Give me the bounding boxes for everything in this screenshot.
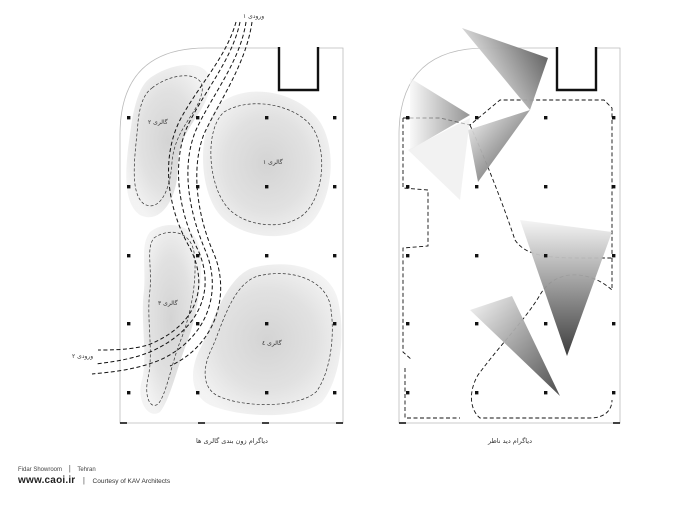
view-cone-3 — [468, 110, 530, 182]
gallery-zone-1 — [203, 91, 331, 237]
project-info: Fidar Showroom | Tehran — [18, 464, 96, 473]
view-cones — [408, 28, 612, 396]
left-column-grid — [127, 116, 337, 395]
left-stair-notch — [277, 47, 320, 92]
credit-text: Courtesy of KAV Architects — [92, 478, 171, 485]
view-cone-2 — [410, 78, 470, 150]
gallery-zone-2 — [126, 64, 211, 218]
gallery-1-label: گالری ۱ — [263, 158, 283, 166]
gallery-zone-3 — [140, 225, 202, 414]
source-info: www.caoi.ir | Courtesy of KAV Architects — [18, 475, 170, 486]
gallery-4-label: گالری ٤ — [262, 339, 282, 347]
view-cone-4 — [408, 118, 470, 200]
view-cone-1 — [462, 28, 548, 110]
entry-2-label: ورودی ۲ — [72, 353, 93, 360]
gallery-2-label: گالری ۲ — [148, 118, 168, 126]
right-column-grid — [406, 116, 616, 395]
right-plan-observer-view: دیاگرام دید ناظر — [398, 28, 621, 445]
website-link[interactable]: www.caoi.ir — [18, 475, 76, 486]
left-building-outline — [119, 47, 344, 424]
entry-1-label: ورودی ۱ — [243, 13, 264, 20]
circulation-paths — [91, 21, 253, 375]
project-name: Fidar Showroom — [18, 467, 63, 473]
right-stair-notch — [555, 47, 598, 92]
view-cone-6 — [470, 296, 560, 396]
project-city: Tehran — [77, 467, 96, 473]
left-plan-gallery-zoning: ورودی ۱ ورودی ۲ گالری ۱ گالری ۲ گالری ۳ … — [72, 13, 344, 445]
separator: | — [82, 476, 85, 485]
left-caption: دیاگرام زون بندی گالری ها — [196, 437, 268, 445]
separator: | — [68, 464, 71, 473]
right-caption: دیاگرام دید ناظر — [487, 437, 532, 445]
gallery-3-label: گالری ۳ — [158, 299, 178, 307]
gallery-zone-4 — [192, 264, 342, 416]
view-cone-5 — [520, 220, 612, 356]
